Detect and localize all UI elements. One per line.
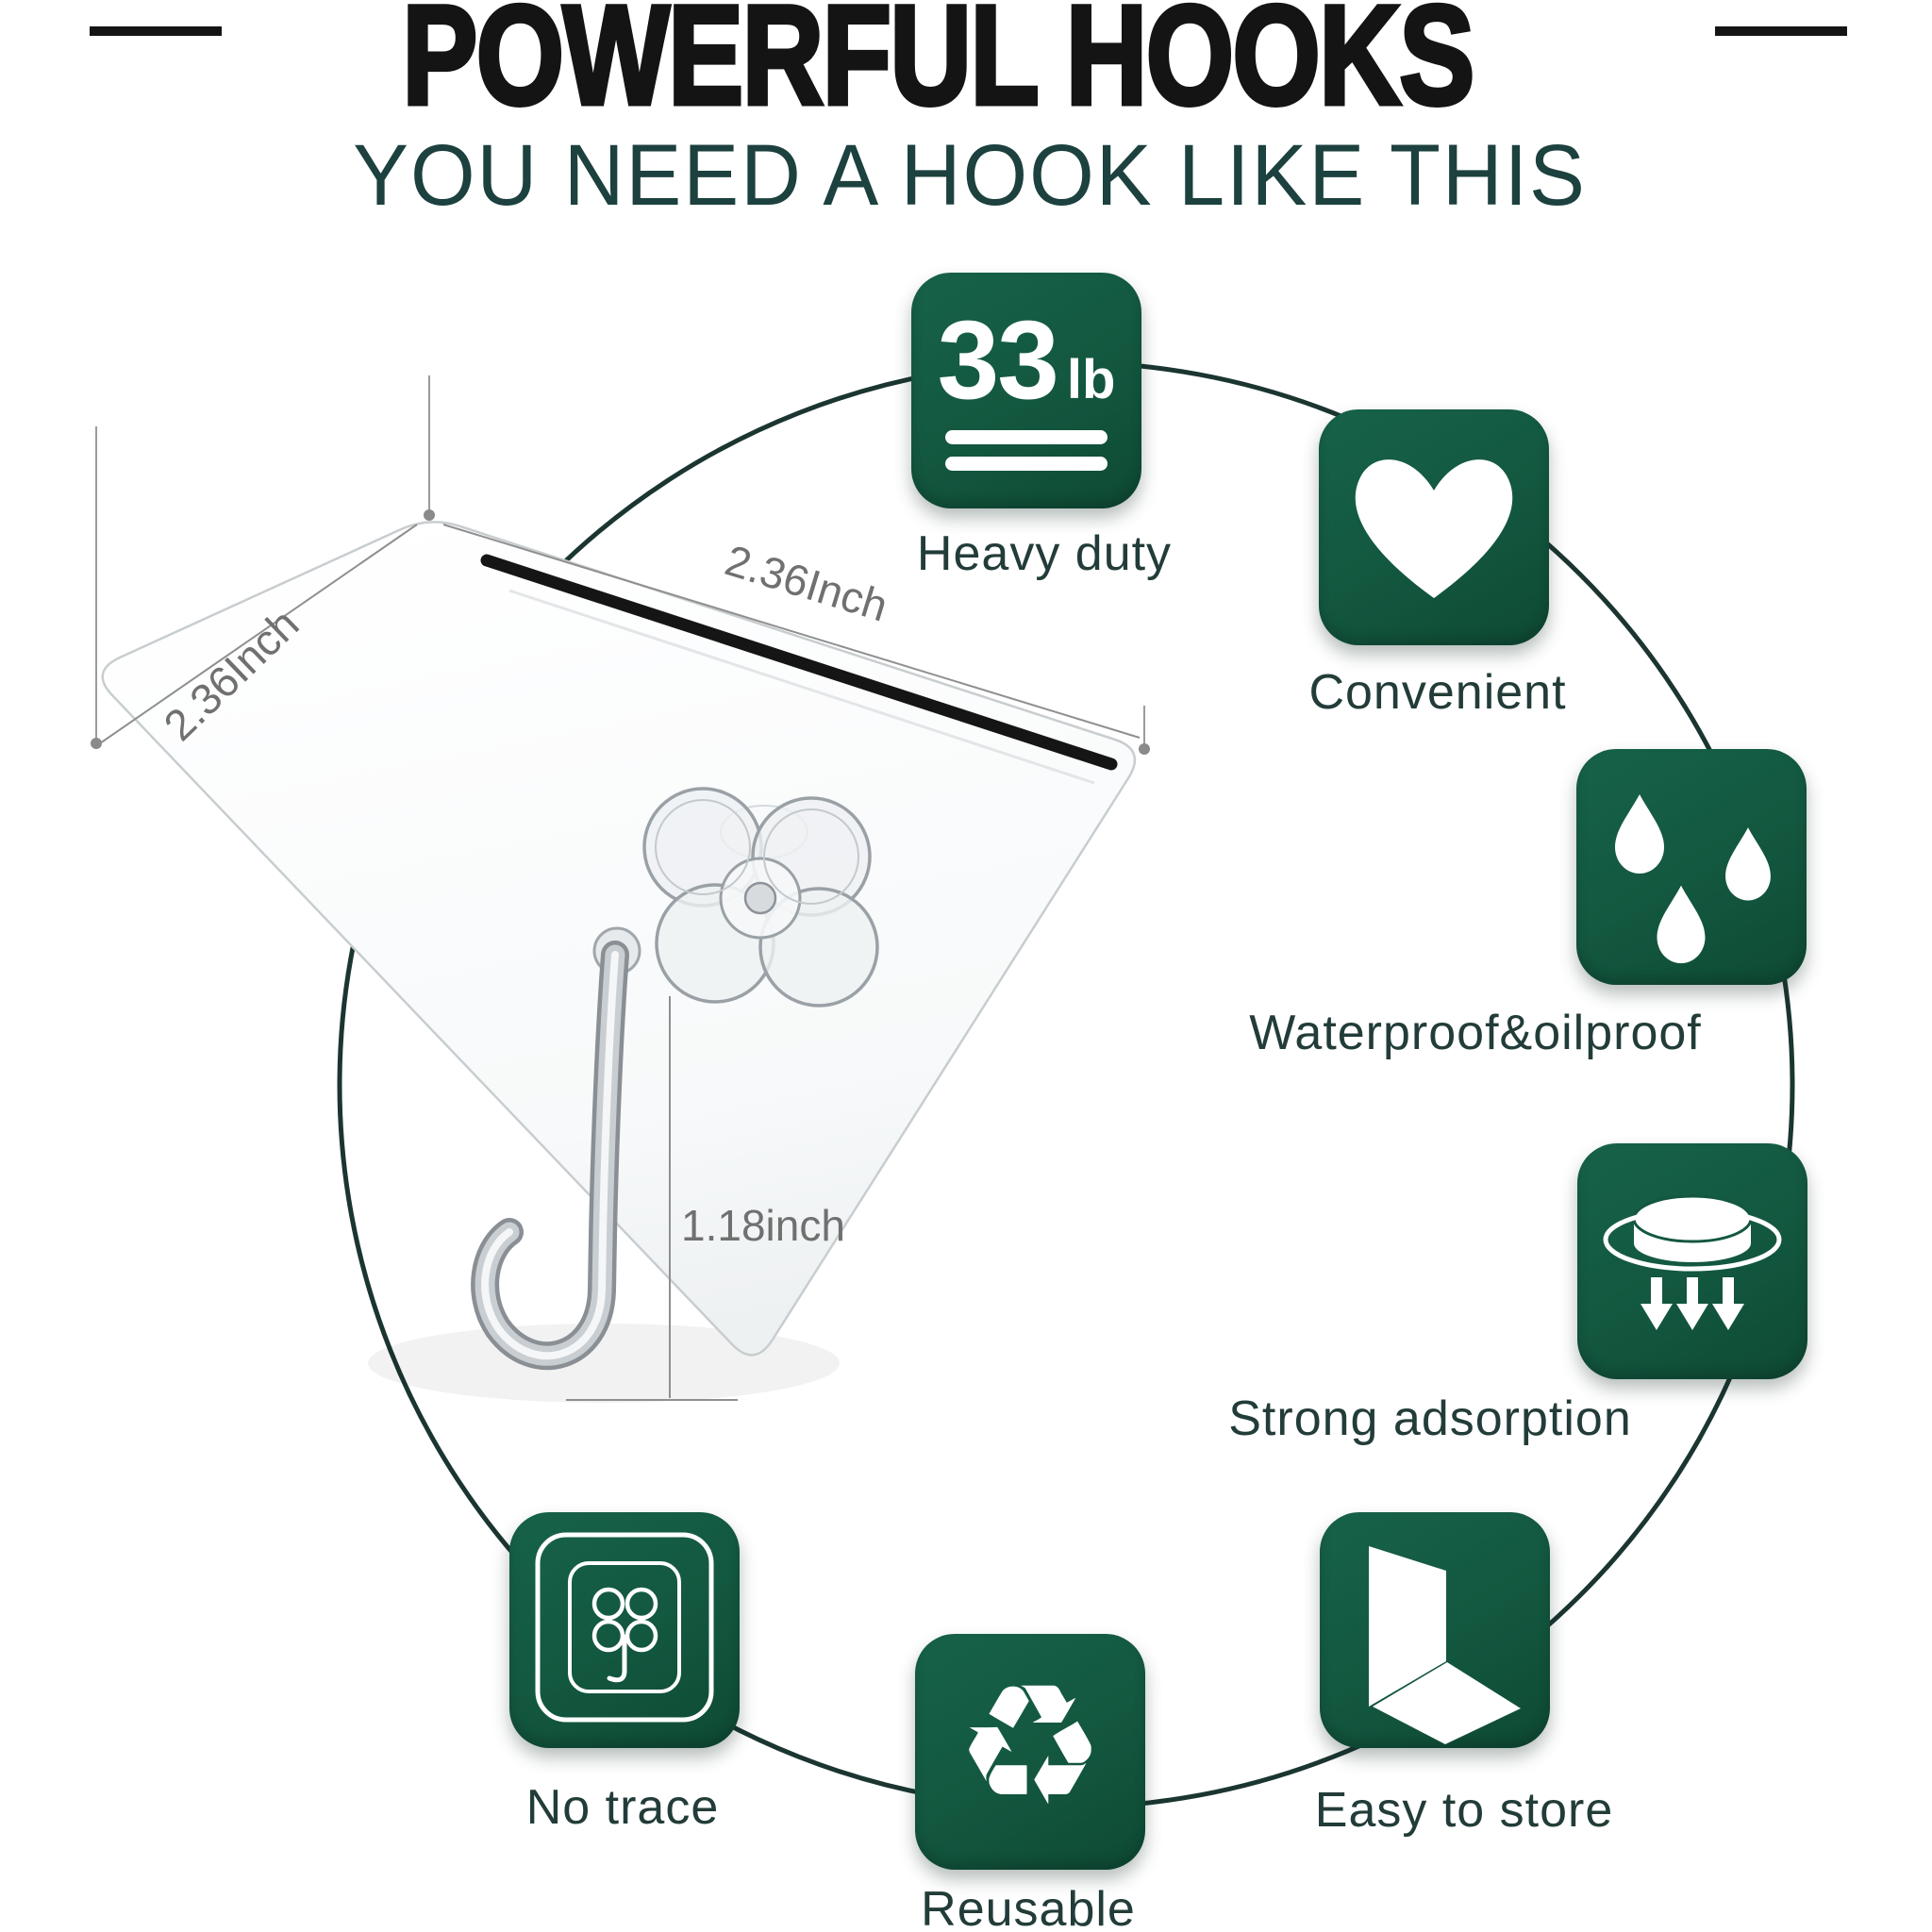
side-dimension-line xyxy=(99,524,418,744)
metal-hook xyxy=(471,926,641,1371)
label-strong-adsorption: Strong adsorption xyxy=(1228,1391,1632,1446)
recycle-icon: ♻ xyxy=(955,1648,1106,1843)
label-convenient: Convenient xyxy=(1308,665,1567,720)
weight-value: 33 xyxy=(937,298,1059,423)
suction-cup-icon xyxy=(1603,1194,1782,1330)
heart-icon xyxy=(1355,459,1513,598)
plate-edge-stripe xyxy=(480,554,1118,771)
plate-shadow xyxy=(368,1324,840,1403)
clover-mount xyxy=(642,787,879,1008)
top-dimension-line xyxy=(442,524,1141,739)
label-easy-to-store: Easy to store xyxy=(1314,1783,1614,1838)
label-reusable: Reusable xyxy=(921,1882,1136,1932)
badge-strong-adsorption xyxy=(1577,1143,1807,1379)
folded-panel-icon xyxy=(1369,1546,1521,1744)
page-title: POWERFUL HOOKS xyxy=(400,0,1476,134)
badge-waterproof xyxy=(1576,749,1807,985)
badge-reusable: ♻ xyxy=(915,1634,1145,1870)
title-right-dash xyxy=(1715,26,1847,36)
badge-easy-to-store xyxy=(1320,1512,1550,1748)
weight-rating-icon: 33 lb xyxy=(937,298,1116,471)
badge-convenient xyxy=(1319,409,1549,645)
dimension-hook-length: 1.18inch xyxy=(681,1201,845,1250)
title-left-dash xyxy=(90,26,222,36)
label-no-trace: No trace xyxy=(525,1780,720,1835)
badge-no-trace xyxy=(509,1512,740,1748)
badge-heavy-duty: 33 lb xyxy=(911,273,1141,508)
label-waterproof: Waterproof&oilproof xyxy=(1249,1006,1702,1060)
label-heavy-duty: Heavy duty xyxy=(916,526,1173,581)
water-drops-icon xyxy=(1615,794,1771,964)
weight-unit: lb xyxy=(1066,349,1116,410)
page-subtitle: YOU NEED A HOOK LIKE THIS xyxy=(353,127,1587,224)
hook-plate-icon xyxy=(535,1532,714,1723)
